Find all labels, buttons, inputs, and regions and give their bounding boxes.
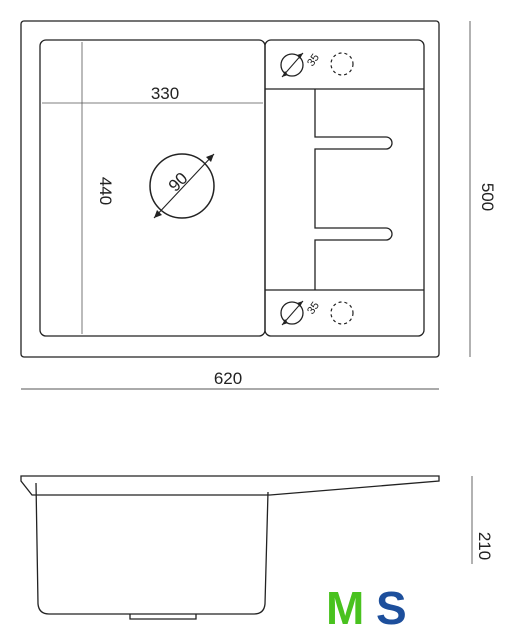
bowl-width-label: 330 <box>151 84 179 103</box>
bowl-depth-label: 210 <box>475 532 494 560</box>
side-view <box>20 475 440 620</box>
optional-tap-hole-top <box>330 52 354 76</box>
tap-hole-top-label: 35 <box>305 52 322 69</box>
drain-hole <box>149 153 215 219</box>
drainer-groove <box>314 89 393 290</box>
logo-letter-m: M <box>326 582 364 634</box>
side-drain <box>129 614 197 620</box>
optional-tap-hole-bottom <box>330 301 354 325</box>
tap-hole-bottom-label: 35 <box>305 300 322 317</box>
side-bowl <box>35 482 269 615</box>
plan-view <box>20 20 440 358</box>
overall-depth-label: 500 <box>478 183 497 211</box>
tap-hole-bottom <box>280 300 304 326</box>
bowl-length-label: 440 <box>96 177 115 205</box>
sink-outline <box>20 20 440 358</box>
drainer-outline <box>264 39 425 337</box>
side-rim <box>20 475 440 496</box>
overall-width-label: 620 <box>214 369 242 388</box>
ms-logo: M S <box>326 582 407 634</box>
tap-hole-top <box>280 52 304 78</box>
bowl-dimension-lines <box>42 42 263 334</box>
drain-diameter-label: 90 <box>165 169 192 196</box>
logo-letter-s: S <box>376 582 407 634</box>
